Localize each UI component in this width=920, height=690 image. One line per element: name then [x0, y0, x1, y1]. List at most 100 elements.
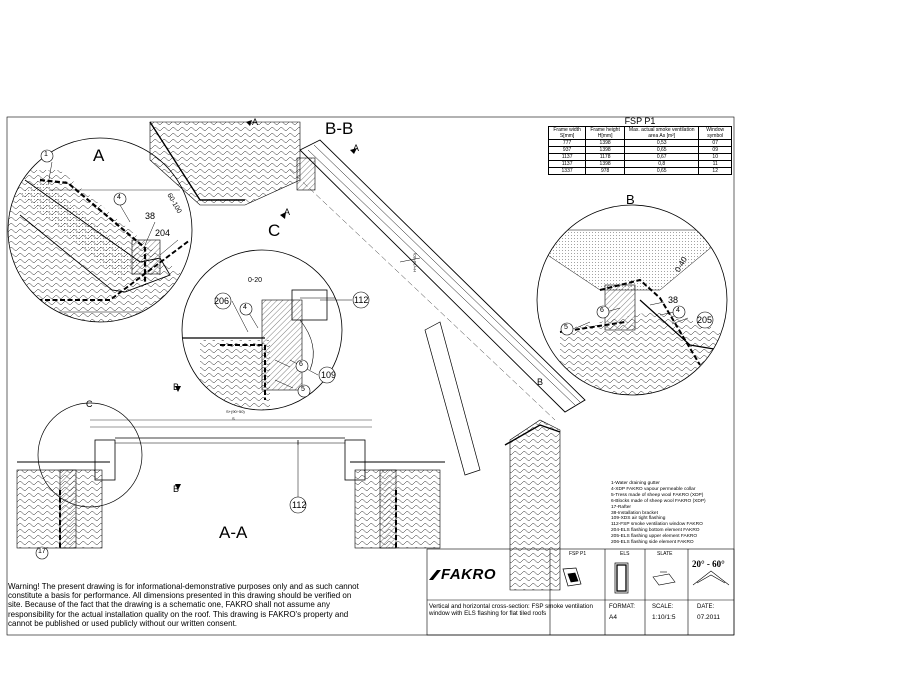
cell: 09: [698, 146, 732, 154]
section-aa: [16, 402, 445, 550]
callout-38-a: 38: [145, 211, 156, 221]
marker-c: C: [86, 399, 93, 409]
fsp-window-icon: [562, 567, 582, 587]
table-row: 1337 978 0,65 12: [547, 167, 732, 175]
detail-b-title: B: [626, 192, 635, 207]
leader-lines: [47, 161, 689, 498]
callout-4-a: 4: [117, 194, 121, 201]
legend-item: 205-ELS flashing upper element FAKRO: [611, 534, 698, 540]
callout-38-b: 38: [668, 295, 679, 305]
legend-item: 4-XDP FAKRO vapour permeable collar: [611, 486, 696, 492]
cell: 1398: [585, 160, 626, 168]
marker-a-top: A: [252, 117, 259, 127]
callout-112-c: 112: [354, 295, 369, 305]
callout-0-20: 0-20: [248, 277, 263, 284]
spec-header-area: Max. actual smoke ventilation area As [m…: [624, 126, 700, 140]
cell: 1137: [547, 153, 587, 161]
spec-header-width: Frame width S[mm]: [547, 126, 587, 140]
table-row: 937 1398 0,65 09: [547, 146, 732, 154]
cell: 11: [698, 160, 732, 168]
callout-4-c: 4: [243, 304, 247, 311]
width-base-dimension: S: [232, 416, 235, 421]
cell: 1137: [547, 160, 587, 168]
scale-label: SCALE:: [652, 604, 674, 610]
callout-109: 109: [321, 370, 337, 380]
legend-item: 109-XDS air tight flashing: [611, 516, 666, 522]
legend-item: 5-Tress made of sheep wool FAKRO (XDP): [611, 492, 704, 498]
roof-pitch: 20° - 60°: [692, 559, 725, 569]
callout-5-b: 5: [564, 324, 568, 331]
marker-b-window: B: [537, 377, 544, 387]
roof-pitch-icon: [692, 570, 730, 586]
legend-item: 204-ELS flashing bottom element FAKRO: [611, 528, 700, 534]
detail-c-title: C: [268, 221, 281, 240]
height-dimension: H+(90÷50): [411, 253, 417, 272]
callout-112-aa: 112: [292, 500, 307, 510]
fakro-logo: FAKRO: [441, 566, 496, 583]
warning-text: Warning! The present drawing is for info…: [8, 582, 359, 628]
callout-205: 205: [697, 315, 713, 325]
detail-b: [539, 229, 721, 395]
cell: 0,65: [624, 146, 700, 154]
callout-17: 17: [38, 548, 46, 555]
legend-item: 6-Blocks made of sheep wool FAKRO (XDP): [611, 498, 706, 504]
title-block-frame: [426, 548, 735, 636]
callout-1: 1: [44, 151, 48, 158]
scale-value: 1:10/1:5: [652, 614, 676, 621]
title-col-fsp: FSP P1: [569, 551, 587, 557]
detail-a-title: A: [93, 146, 105, 165]
sheet-frame: [6, 116, 735, 636]
marker-b-lower: B: [173, 484, 180, 494]
detail-a: [8, 170, 192, 322]
callout-6-c: 6: [299, 361, 303, 368]
cell: 1337: [547, 167, 587, 175]
marker-a-mid: A: [284, 207, 291, 217]
cell: 07: [698, 139, 732, 147]
legend-item: 17-Rafter: [611, 504, 631, 510]
cell: 0,65: [624, 167, 700, 175]
format-value: A4: [609, 614, 617, 621]
slate-roof-icon: [652, 571, 676, 586]
callout-6-b: 6: [600, 307, 604, 314]
legend-item: 38-Installation bracket: [611, 510, 658, 516]
cell: 0,53: [624, 139, 700, 147]
section-bb-title: B-B: [325, 119, 354, 138]
detail-c: [182, 289, 342, 410]
marker-b-upper: B: [173, 382, 180, 392]
spec-header-height: Frame height H[mm]: [585, 126, 626, 140]
els-flashing-icon: [614, 562, 629, 594]
fakro-logo-mark: [429, 570, 441, 580]
callout-circles: [35, 149, 714, 560]
title-col-slate: SLATE: [657, 551, 673, 557]
spec-table: FSP P1 Frame width S[mm] Frame height H[…: [547, 116, 732, 175]
title-col-els: ELS: [620, 551, 630, 557]
cell: 1398: [585, 139, 626, 147]
table-row: 1137 1178 0,67 10: [547, 153, 732, 161]
cell: 0,67: [624, 153, 700, 161]
cell: 0,8: [624, 160, 700, 168]
section-bb: [149, 121, 586, 591]
cell: 1398: [585, 146, 626, 154]
cell: 10: [698, 153, 732, 161]
cell: 978: [585, 167, 626, 175]
drawing-description: Vertical and horizontal cross-section: F…: [429, 603, 593, 618]
table-row: 1137 1398 0,8 11: [547, 160, 732, 168]
format-label: FORMAT:: [609, 604, 635, 610]
callout-204: 204: [155, 228, 171, 238]
cell: 1178: [585, 153, 626, 161]
callout-206: 206: [214, 296, 230, 306]
spec-table-title: FSP P1: [548, 116, 732, 127]
cell: 12: [698, 167, 732, 175]
callout-5-c: 5: [301, 386, 305, 393]
date-label: DATE:: [697, 604, 715, 610]
table-row: 777 1398 0,53 07: [547, 139, 732, 147]
callout-4-b: 4: [676, 307, 680, 314]
cell: 937: [547, 146, 587, 154]
section-aa-title: A-A: [219, 523, 248, 542]
legend-item: 112-FSP smoke ventilation window FAKRO: [611, 522, 703, 528]
spec-header-symbol: Window symbol: [698, 126, 732, 140]
date-value: 07.2011: [697, 614, 721, 621]
cell: 777: [547, 139, 587, 147]
section-markers: [175, 120, 357, 490]
